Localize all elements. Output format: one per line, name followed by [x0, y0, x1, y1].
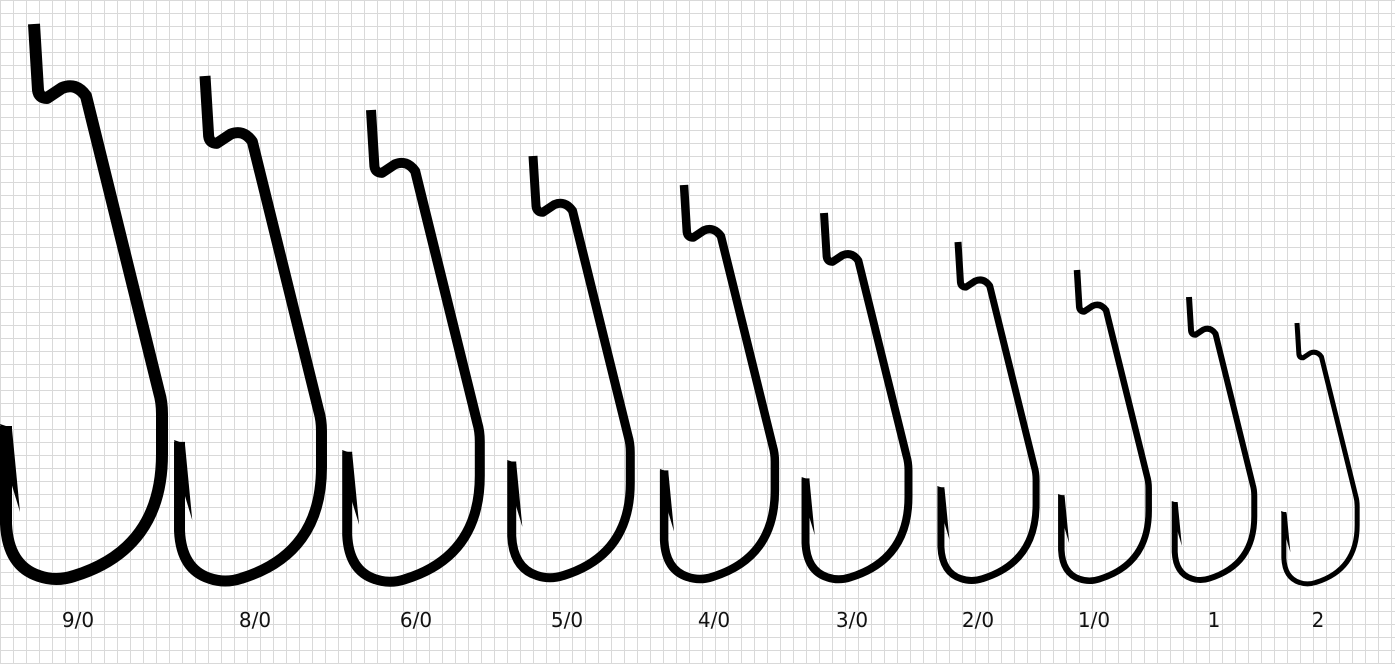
size-label-4-0: 4/0	[697, 608, 731, 632]
size-label-3-0: 3/0	[835, 608, 869, 632]
hook-shank	[1171, 296, 1258, 584]
hook-shank	[1281, 322, 1360, 587]
size-label-6-0: 6/0	[399, 608, 433, 632]
size-label-5-0: 5/0	[550, 608, 584, 632]
size-label-9-0: 9/0	[61, 608, 95, 632]
hook-2	[1281, 322, 1360, 587]
hook-barb	[1171, 501, 1182, 546]
hook-1-0	[1057, 269, 1152, 585]
hook-2-0	[937, 241, 1040, 585]
hook-shank	[342, 109, 485, 587]
hook-barb	[1057, 494, 1070, 544]
hook-shank	[507, 155, 635, 583]
hook-barb	[937, 486, 950, 540]
hook-shank	[0, 23, 168, 585]
hook-5-0	[507, 155, 635, 583]
hook-barb	[174, 440, 193, 521]
size-label-1: 1	[1207, 608, 1221, 632]
hook-1	[1171, 296, 1258, 584]
hook-shank	[174, 75, 327, 587]
hook-barb	[507, 460, 523, 527]
hook-shank	[937, 241, 1040, 585]
hook-6-0	[342, 109, 485, 587]
size-label-2-0: 2/0	[961, 608, 995, 632]
size-label-8-0: 8/0	[238, 608, 272, 632]
hook-barb	[342, 450, 360, 525]
hook-barb	[1281, 511, 1291, 553]
hook-9-0	[0, 23, 168, 585]
size-label-2: 2	[1311, 608, 1325, 632]
hook-shank	[1058, 269, 1152, 585]
hook-shank	[801, 212, 913, 584]
hook-3-0	[801, 212, 913, 584]
size-label-1-0: 1/0	[1077, 608, 1111, 632]
hook-barb	[659, 469, 675, 532]
hook-barb	[801, 477, 815, 536]
hook-shank	[659, 184, 780, 584]
hook-4-0	[659, 184, 780, 584]
hook-8-0	[174, 75, 327, 587]
hook-barb	[0, 424, 20, 512]
